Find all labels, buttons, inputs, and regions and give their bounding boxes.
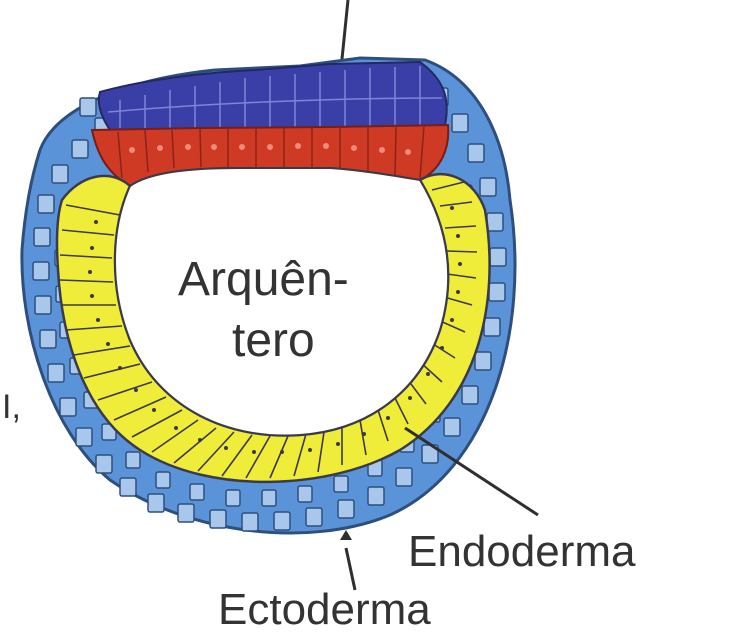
archenteron-label-line2: tero <box>232 314 315 367</box>
side-mark-label: I, <box>2 388 21 426</box>
ectoderm-pointer-arrow <box>340 530 352 540</box>
ectoderm-label: Ectoderma <box>218 585 431 633</box>
ectoderm-pointer-line <box>346 548 355 590</box>
archenteron-label-line1: Arquên- <box>178 253 349 306</box>
endoderm-label: Endoderma <box>408 527 636 576</box>
